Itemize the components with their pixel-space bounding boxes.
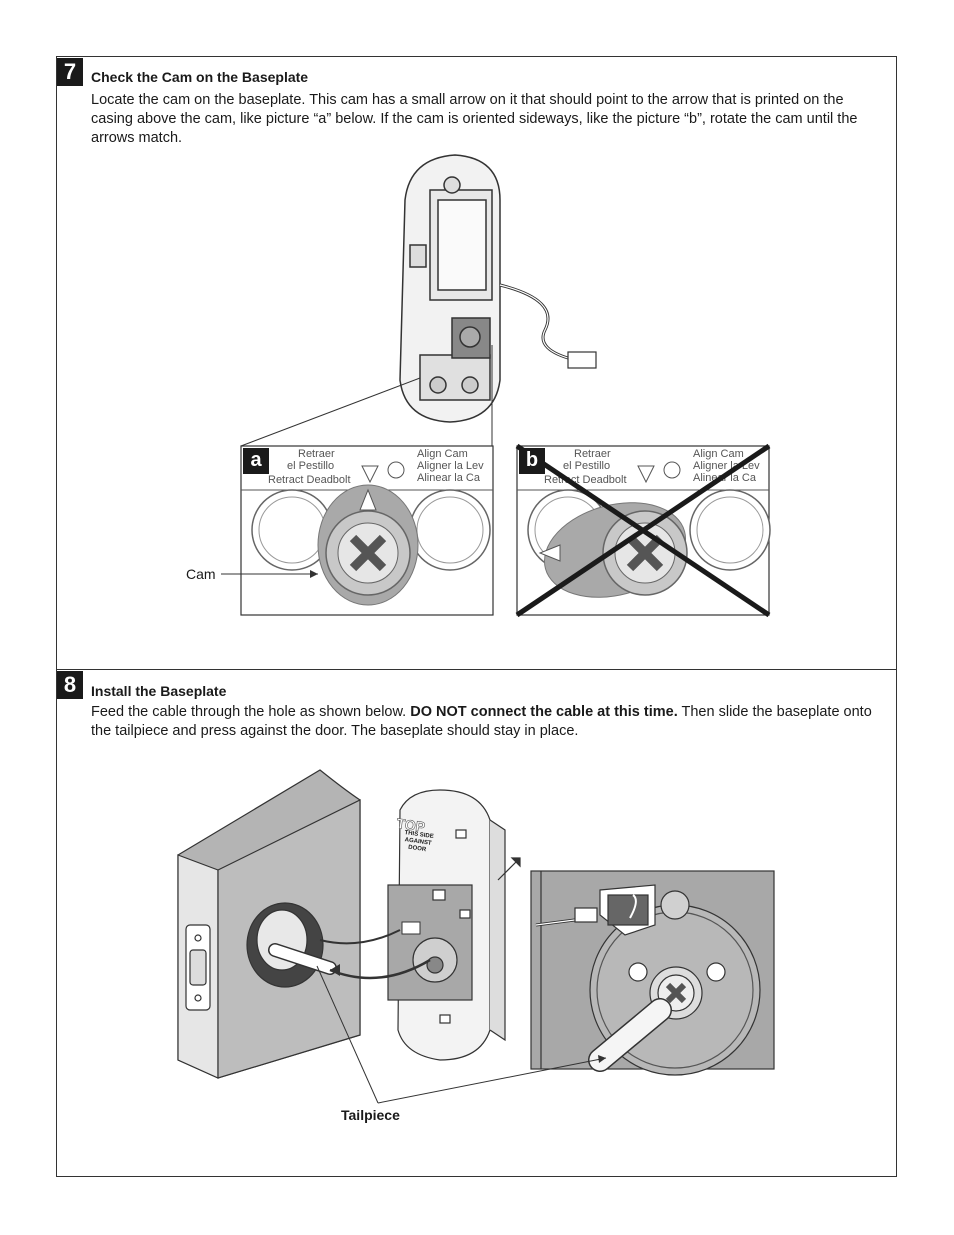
inset-drawing [530, 870, 775, 1076]
casing-retraer: Retraer [298, 448, 335, 460]
step-8-body: Feed the cable through the hole as shown… [91, 703, 881, 741]
panel-a-drawing: Retraer el Pestillo Retract Deadbolt Ali… [240, 445, 494, 616]
casing-retract-deadbolt: Retract Deadbolt [268, 474, 351, 486]
casing-el-pestillo: el Pestillo [287, 460, 334, 472]
step-7-number: 7 [57, 58, 83, 86]
instruction-frame [56, 56, 897, 1177]
baseplate-step8-drawing: TOP [387, 789, 521, 1061]
baseplate-top-text: TOP [396, 815, 426, 835]
casing-alinear: Alinear la Ca [417, 472, 481, 484]
step-8-title: Install the Baseplate [91, 683, 227, 699]
panel-b-drawing: Retraer el Pestillo Retract Deadbolt Ali… [515, 443, 771, 618]
cam-label: Cam [186, 566, 216, 582]
section-divider [56, 669, 897, 670]
casing-b-aligner: Aligner la Lev [693, 460, 760, 472]
tailpiece-label: Tailpiece [341, 1107, 400, 1123]
casing-aligner: Aligner la Lev [417, 460, 484, 472]
step-8-number: 8 [57, 671, 83, 699]
casing-b-align-cam: Align Cam [693, 448, 744, 460]
step-8-body-post: Then slide the baseplate onto the tailpi… [91, 704, 872, 739]
casing-b-retract-deadbolt: Retract Deadbolt [544, 474, 627, 486]
step-7-title: Check the Cam on the Baseplate [91, 69, 309, 85]
casing-b-el-pestillo: el Pestillo [563, 460, 610, 472]
panel-a-letter: a [243, 448, 269, 474]
door-drawing [177, 769, 361, 1079]
cable-drawing [499, 283, 576, 362]
cable-step8 [319, 929, 401, 945]
baseplate-drawing [399, 154, 501, 423]
step-8-body-pre: Feed the cable through the hole as shown… [91, 704, 407, 720]
step-8-body-bold: DO NOT connect the cable at this time. [410, 704, 678, 720]
casing-align-cam: Align Cam [417, 448, 468, 460]
panel-b-letter: b [519, 448, 545, 474]
casing-b-retraer: Retraer [574, 448, 611, 460]
cross-out-line-2 [515, 443, 771, 618]
step-7-body: Locate the cam on the baseplate. This ca… [91, 92, 858, 146]
